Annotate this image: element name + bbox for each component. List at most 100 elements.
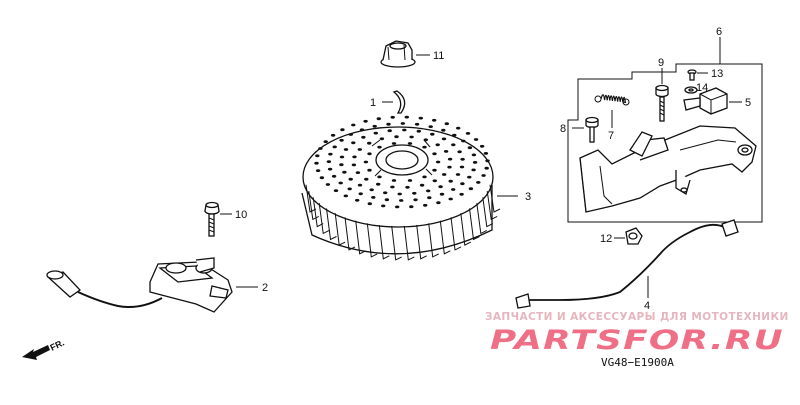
flywheel-hole — [348, 133, 353, 136]
flywheel-hole — [377, 175, 382, 179]
flywheel-hole — [455, 173, 461, 176]
flywheel-hole — [435, 160, 441, 164]
flywheel-hole — [447, 157, 453, 161]
flywheel-fin — [391, 225, 402, 261]
flywheel-hole — [373, 131, 378, 135]
flywheel-hole — [412, 191, 417, 195]
flywheel-hole — [468, 187, 474, 191]
part-label-12: 12 — [600, 233, 612, 245]
flywheel-hole — [460, 157, 465, 161]
flywheel-hole — [377, 145, 382, 149]
flywheel-hole — [372, 124, 377, 128]
flywheel-part — [301, 115, 501, 261]
flywheel-hole — [432, 152, 437, 156]
flywheel-hole — [442, 173, 447, 176]
flywheel-hole — [481, 174, 486, 177]
ignition-coil-part — [46, 257, 233, 313]
flywheel-hole — [369, 188, 374, 192]
watermark-brand: PARTSFOR.RU — [490, 325, 784, 356]
flywheel-hole — [364, 177, 369, 181]
flywheel-hole — [476, 181, 481, 184]
flywheel-hole — [399, 199, 404, 202]
flywheel-hole — [461, 139, 466, 143]
flywheel-hole — [479, 144, 485, 148]
flywheel-hole — [381, 204, 386, 208]
flywheel-hole — [428, 125, 433, 128]
flywheel-hole — [318, 147, 323, 150]
flywheel-fin — [486, 191, 498, 221]
flywheel-hole — [352, 155, 357, 159]
flywheel-hole — [391, 142, 397, 145]
flywheel-hole — [367, 141, 372, 145]
flywheel-hole — [472, 161, 478, 164]
front-direction-label: FR. — [48, 337, 65, 352]
flywheel-hole — [456, 126, 461, 130]
bolt-9-part — [655, 84, 669, 122]
flywheel-hole — [427, 196, 432, 200]
flywheel-hole — [387, 129, 392, 133]
flywheel-fin — [305, 184, 317, 213]
part-label-6: 6 — [716, 26, 722, 38]
flywheel-fin — [318, 203, 330, 235]
flywheel-hole — [359, 128, 365, 132]
flywheel-hole — [395, 205, 400, 209]
flywheel-fin — [344, 217, 356, 251]
front-direction-arrow-icon — [22, 345, 50, 360]
flywheel-hole — [405, 185, 410, 189]
flywheel-hole — [451, 188, 456, 191]
flywheel-fin — [439, 220, 451, 255]
washer-part — [684, 86, 698, 94]
flywheel-hole — [386, 122, 391, 126]
flywheel-hole — [451, 143, 456, 147]
flywheel-hole — [347, 187, 352, 191]
bolt-8-part — [585, 116, 599, 143]
flywheel-hole — [460, 182, 465, 186]
flywheel-hole — [441, 137, 447, 141]
flywheel-hole — [409, 135, 414, 139]
flywheel-hole — [391, 179, 397, 182]
flywheel-hole — [422, 145, 427, 149]
flywheel-hole — [485, 159, 490, 163]
flywheel-hole — [325, 183, 331, 186]
flywheel-hole — [447, 165, 452, 169]
part-label-8: 8 — [560, 123, 566, 135]
flywheel-hole — [379, 137, 385, 141]
flywheel-hole — [357, 183, 363, 187]
part-label-5: 5 — [745, 97, 751, 109]
flywheel-hole — [439, 192, 445, 196]
flywheel-hole — [351, 163, 357, 167]
flywheel-hole — [367, 202, 372, 206]
flywheel-hole — [331, 174, 337, 178]
flywheel-hole — [343, 194, 348, 198]
flywheel-hole — [432, 179, 437, 183]
flywheel-hole — [351, 123, 356, 127]
flywheel-fin — [482, 197, 494, 228]
flywheel-fin — [469, 208, 480, 241]
flywheel-hole — [328, 152, 333, 156]
flywheel-hole — [423, 138, 428, 142]
watermark-tagline: ЗАПЧАСТИ И АКСЕССУАРЫ ДЛЯ МОТОТЕХНИКИ — [485, 311, 789, 323]
flywheel-hole — [443, 150, 449, 153]
flywheel-hole — [400, 122, 405, 125]
flywheel-hole — [339, 163, 344, 167]
flywheel-fin — [355, 220, 366, 255]
flywheel-hole — [448, 179, 453, 183]
flywheel-hole — [390, 115, 395, 119]
flywheel-hole — [402, 128, 407, 132]
flywheel-hole — [435, 143, 440, 147]
flywheel-hole — [357, 148, 362, 151]
flywheel-hole — [471, 168, 476, 172]
part-label-10: 10 — [235, 209, 247, 221]
flywheel-hole — [457, 150, 462, 154]
part-label-9: 9 — [658, 57, 664, 69]
flywheel-hole — [419, 183, 425, 187]
flywheel-fin — [334, 213, 346, 246]
flywheel-hole — [367, 152, 372, 156]
flywheel-fin — [489, 184, 501, 213]
flywheel-fin — [460, 213, 472, 246]
flywheel-hole — [339, 155, 345, 159]
flywheel-hole — [422, 175, 427, 179]
flywheel-hole — [376, 117, 381, 121]
flywheel-hole — [452, 133, 457, 137]
